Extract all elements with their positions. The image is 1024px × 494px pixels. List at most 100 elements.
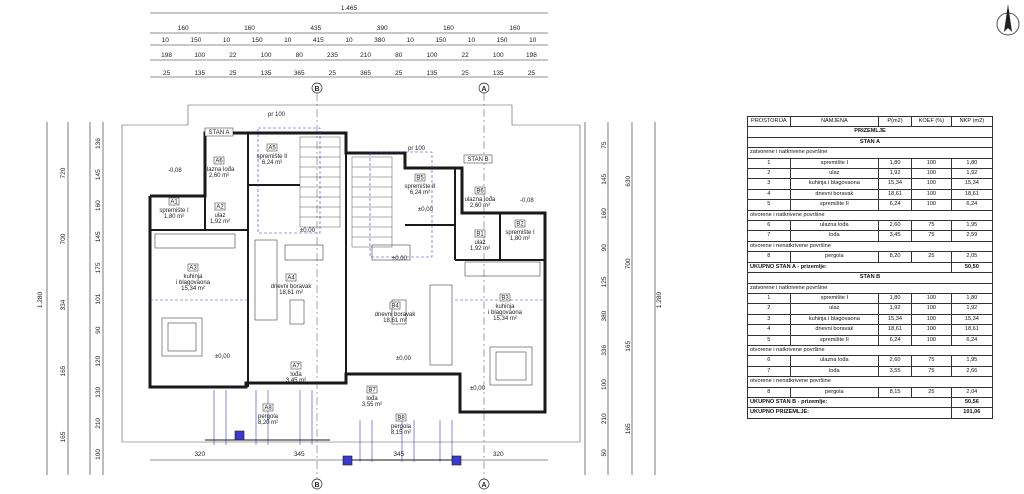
room-area: 15,34 m² xyxy=(493,316,517,322)
stan-b-total-row-label: UKUPNO STAN B - prizemlje: xyxy=(747,396,952,409)
room-tag-box xyxy=(285,273,297,282)
stan-a-total-row-value: 50,50 xyxy=(950,261,994,274)
room-area: 8,20 m² xyxy=(258,420,278,426)
room-id: B3 xyxy=(501,296,509,302)
subsection-row-cell: zatvorene i natkrivene površine xyxy=(747,147,993,159)
dimension-label: 130 xyxy=(95,386,102,397)
dimension-label: 100 xyxy=(194,52,205,59)
room-tag-box xyxy=(262,403,274,412)
subsection-row: zatvorene i natkrivene površine xyxy=(747,147,993,159)
dimension-label: 10 xyxy=(468,37,476,44)
table-cell: 15,34 xyxy=(877,178,913,190)
table-cell: 100 xyxy=(911,188,952,201)
dimension-label: 135 xyxy=(426,70,437,77)
room-tag-box xyxy=(499,293,511,302)
table-cell: spremište I xyxy=(789,157,879,170)
svg-text:±0,00: ±0,00 xyxy=(215,354,231,360)
table-cell: 8 xyxy=(747,251,791,263)
room-area: 18,61 m² xyxy=(383,318,407,324)
table-cell: 18,61 xyxy=(877,324,913,336)
dimension-label: 125 xyxy=(601,276,608,287)
header-p: P(m2) xyxy=(877,115,913,128)
table-cell: 1,80 xyxy=(950,292,994,305)
table-cell: 100 xyxy=(911,292,952,305)
room-name: ulazna lođa xyxy=(204,167,235,173)
room-name: ulaz xyxy=(474,240,485,246)
room-name: ulaz xyxy=(214,213,225,219)
pergola-columns xyxy=(234,430,462,466)
overall-width-dim: 1.465 xyxy=(341,5,358,12)
room-area: 1,92 m² xyxy=(470,246,490,252)
svg-text:±0,00: ±0,00 xyxy=(396,356,412,362)
dimension-label: 80 xyxy=(395,52,403,59)
pergola-a xyxy=(205,390,330,445)
subsection-row-cell: otvorene i natkrivene površine xyxy=(747,209,993,222)
table-cell: 8,20 xyxy=(877,251,913,263)
table-cell: 3 xyxy=(747,313,791,326)
dimension-label: 10 xyxy=(223,37,231,44)
room-tag-box xyxy=(414,173,426,182)
room-name: spremište II xyxy=(404,184,435,190)
table-cell: 7 xyxy=(747,230,791,242)
room-id: B2 xyxy=(516,222,524,228)
svg-text:-0,08: -0,08 xyxy=(168,168,182,174)
room-tag-box xyxy=(187,263,199,272)
grand-total-row-label: UKUPNO PRIZEMLJE: xyxy=(747,407,952,419)
room-area: 6,24 m² xyxy=(410,190,430,196)
table-cell: 25 xyxy=(911,251,952,263)
room-tag-box xyxy=(474,229,486,238)
stan-b-total-row: UKUPNO STAN B - prizemlje:50,56 xyxy=(747,396,994,409)
dimension-label: 390 xyxy=(377,25,388,32)
room-id: A6 xyxy=(215,159,223,165)
table-cell: 100 xyxy=(911,334,952,346)
room-id: A2 xyxy=(216,205,224,211)
dimension-label: 136 xyxy=(95,138,102,149)
room-area: 3,55 m² xyxy=(362,402,382,408)
table-cell: 1 xyxy=(747,292,791,305)
room-tag-box xyxy=(474,186,486,195)
grand-total-row: UKUPNO PRIZEMLJE:101,06 xyxy=(747,407,994,419)
dimension-label: 160 xyxy=(178,25,189,32)
table-cell: 4 xyxy=(747,188,791,201)
room-area: 2,60 m² xyxy=(470,203,490,209)
table-cell: spremište I xyxy=(789,292,879,305)
dimension-label: 160 xyxy=(244,25,255,32)
table-cell: 6,24 xyxy=(950,334,994,346)
table-cell: dnevni boravak xyxy=(789,324,879,336)
table-cell: 1,92 xyxy=(877,303,913,315)
dimension-label: 235 xyxy=(327,52,338,59)
floor-title-row: PRIZEMLJE xyxy=(747,126,993,138)
subsection-row: otvorene i natkrivene površine xyxy=(747,344,993,357)
table-cell: 18,61 xyxy=(950,324,994,336)
stairs-b xyxy=(351,156,393,248)
area-table: PROSTORIJA NAMJENA P(m2) KOEF (%) NKP (m… xyxy=(747,115,994,419)
table-cell: kuhinja i blagovaona xyxy=(789,313,879,326)
dimension-label: 720 xyxy=(60,167,67,178)
subsection-row-cell: zatvorene i natkrivene površine xyxy=(747,282,993,294)
overall-height-dim-right: 1.280 xyxy=(656,291,663,308)
room-id: B7 xyxy=(368,388,376,394)
overall-height-dim-left: 1.280 xyxy=(37,291,44,308)
dimension-label: 630 xyxy=(625,175,632,186)
dimension-label: 80 xyxy=(296,52,304,59)
stan-b-title-row-cell: STAN B xyxy=(747,272,993,284)
table-cell: lođa xyxy=(789,230,879,242)
dimension-label: 25 xyxy=(229,70,237,77)
dimension-label: 320 xyxy=(493,451,504,458)
